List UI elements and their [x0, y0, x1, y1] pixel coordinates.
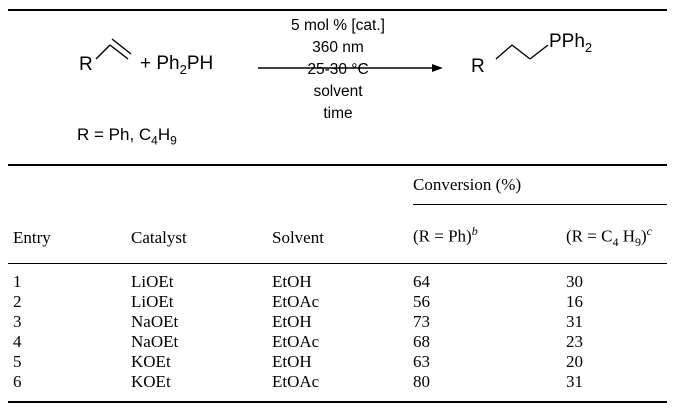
- r-definition: R = Ph, C4H9: [77, 125, 177, 147]
- cell-conv-ph: 68: [413, 332, 430, 351]
- reagent-sub: 2: [179, 61, 187, 77]
- cell-catalyst: NaOEt: [131, 332, 179, 351]
- product-bond-3: [529, 44, 549, 60]
- product-r-label: R: [471, 56, 485, 77]
- header-conv-c4: (R = C4 H9)c: [566, 224, 652, 250]
- cell-conv-c4: 31: [566, 372, 583, 391]
- condition-catalyst: 5 mol % [cat.]: [291, 17, 385, 34]
- r-def-sub1: 4: [151, 133, 158, 148]
- header-conv-ph-text: (R = Ph): [413, 226, 472, 246]
- r-def-prefix: R = Ph, C: [77, 125, 152, 144]
- footnote-b: b: [471, 224, 478, 238]
- cell-conv-ph: 56: [413, 292, 430, 311]
- reaction-scheme: R + Ph2PH 5 mol % [cat.] 360 nm 25-30 °C…: [0, 0, 675, 170]
- condition-wavelength: 360 nm: [312, 39, 364, 56]
- header-conv-c4-prefix: (R = C: [566, 226, 613, 246]
- reagent-label: + Ph2PH: [140, 53, 213, 77]
- condition-solvent: solvent: [313, 83, 363, 100]
- cell-solvent: EtOH: [272, 272, 312, 291]
- cell-catalyst: NaOEt: [131, 312, 179, 331]
- condition-temperature: 25-30 °C: [307, 61, 369, 78]
- cell-catalyst: KOEt: [131, 352, 171, 371]
- cell-solvent: EtOAc: [272, 332, 320, 351]
- condition-time: time: [323, 105, 353, 122]
- reagent-tail: PH: [186, 53, 214, 74]
- reactant-double-bond-a: [109, 44, 129, 60]
- reagent-plus-ph: + Ph: [140, 53, 180, 74]
- header-entry: Entry: [13, 228, 51, 247]
- cell-conv-ph: 64: [413, 272, 430, 291]
- header-bottom-rule: [8, 263, 667, 264]
- cell-entry: 1: [13, 272, 22, 291]
- cell-conv-c4: 20: [566, 352, 583, 371]
- cell-conv-c4: 23: [566, 332, 583, 351]
- footnote-c: c: [646, 224, 652, 238]
- top-rule: [8, 9, 667, 11]
- cell-conv-ph: 73: [413, 312, 430, 331]
- cell-conv-c4: 16: [566, 292, 583, 311]
- product-sub: 2: [584, 39, 593, 55]
- header-conv-ph: (R = Ph)b: [413, 224, 478, 247]
- header-conv-c4-sub1: 4: [612, 235, 619, 250]
- cell-entry: 5: [13, 352, 22, 371]
- reactant-double-bond-b: [111, 38, 132, 55]
- scheme-bonds: [95, 38, 549, 72]
- table-bottom-rule: [8, 401, 667, 403]
- cell-solvent: EtOAc: [272, 292, 320, 311]
- cell-entry: 4: [13, 332, 22, 351]
- cell-catalyst: KOEt: [131, 372, 171, 391]
- cell-conv-ph: 80: [413, 372, 430, 391]
- cell-solvent: EtOH: [272, 352, 312, 371]
- reaction-arrow-head: [432, 64, 443, 72]
- header-solvent: Solvent: [272, 228, 324, 247]
- product-pph2-label: PPh2: [549, 31, 592, 55]
- reactant-r-label: R: [79, 54, 93, 75]
- cell-entry: 3: [13, 312, 22, 331]
- cell-entry: 6: [13, 372, 22, 391]
- cell-catalyst: LiOEt: [131, 292, 174, 311]
- header-catalyst: Catalyst: [131, 228, 187, 247]
- r-def-mid: H: [157, 125, 171, 144]
- cell-entry: 2: [13, 292, 22, 311]
- scheme-bottom-rule: [8, 164, 667, 166]
- product-bond-1: [495, 44, 513, 60]
- conversion-group-header: Conversion (%): [413, 175, 522, 194]
- cell-conv-c4: 30: [566, 272, 583, 291]
- header-conv-c4-mid: H: [618, 226, 635, 246]
- header-conv-c4-suffix: ): [640, 226, 647, 246]
- r-def-sub2: 9: [170, 133, 177, 148]
- header-conv-c4-sub2: 9: [634, 235, 641, 250]
- conversion-group-rule: [413, 204, 667, 205]
- cell-conv-ph: 63: [413, 352, 430, 371]
- product-group: PPh: [549, 31, 585, 52]
- cell-solvent: EtOH: [272, 312, 312, 331]
- product-bond-2: [511, 44, 531, 60]
- cell-conv-c4: 31: [566, 312, 583, 331]
- cell-catalyst: LiOEt: [131, 272, 174, 291]
- cell-solvent: EtOAc: [272, 372, 320, 391]
- reactant-single-bond: [95, 44, 111, 60]
